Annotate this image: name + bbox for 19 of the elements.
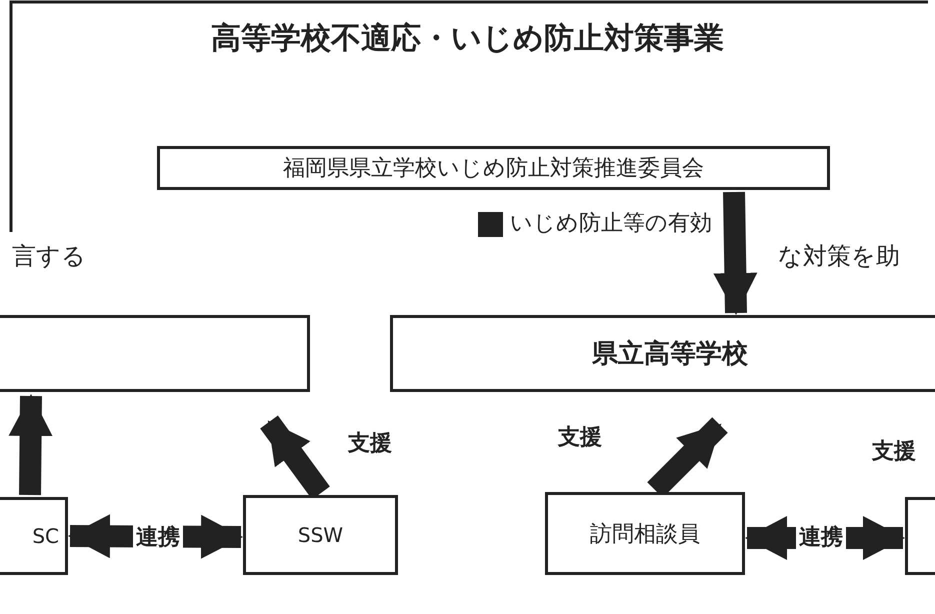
node-text: SC: [32, 524, 60, 548]
staff-box: [545, 492, 745, 575]
committee-box: [157, 146, 830, 190]
node-text: 福岡県県立学校いじめ防止対策推進委員会: [283, 155, 704, 183]
arrow: [8, 394, 53, 496]
empty-box: [0, 315, 310, 392]
note-text: 支援: [872, 438, 916, 466]
staff-box: [0, 497, 68, 575]
edge-label: 連携: [796, 522, 846, 552]
note-text: いじめ防止等の有効: [510, 210, 712, 238]
note-text: な対策を助: [778, 241, 900, 272]
staff-box: [243, 495, 398, 575]
arrow: [713, 192, 758, 315]
school-box: [390, 315, 935, 392]
node-text: 県立高等学校: [592, 338, 748, 371]
node-text: SSW: [298, 523, 344, 547]
note-text: 言する: [12, 241, 86, 272]
title: 高等学校不適応・いじめ防止対策事業: [210, 20, 725, 58]
node-text: 訪問相談員: [590, 520, 700, 548]
